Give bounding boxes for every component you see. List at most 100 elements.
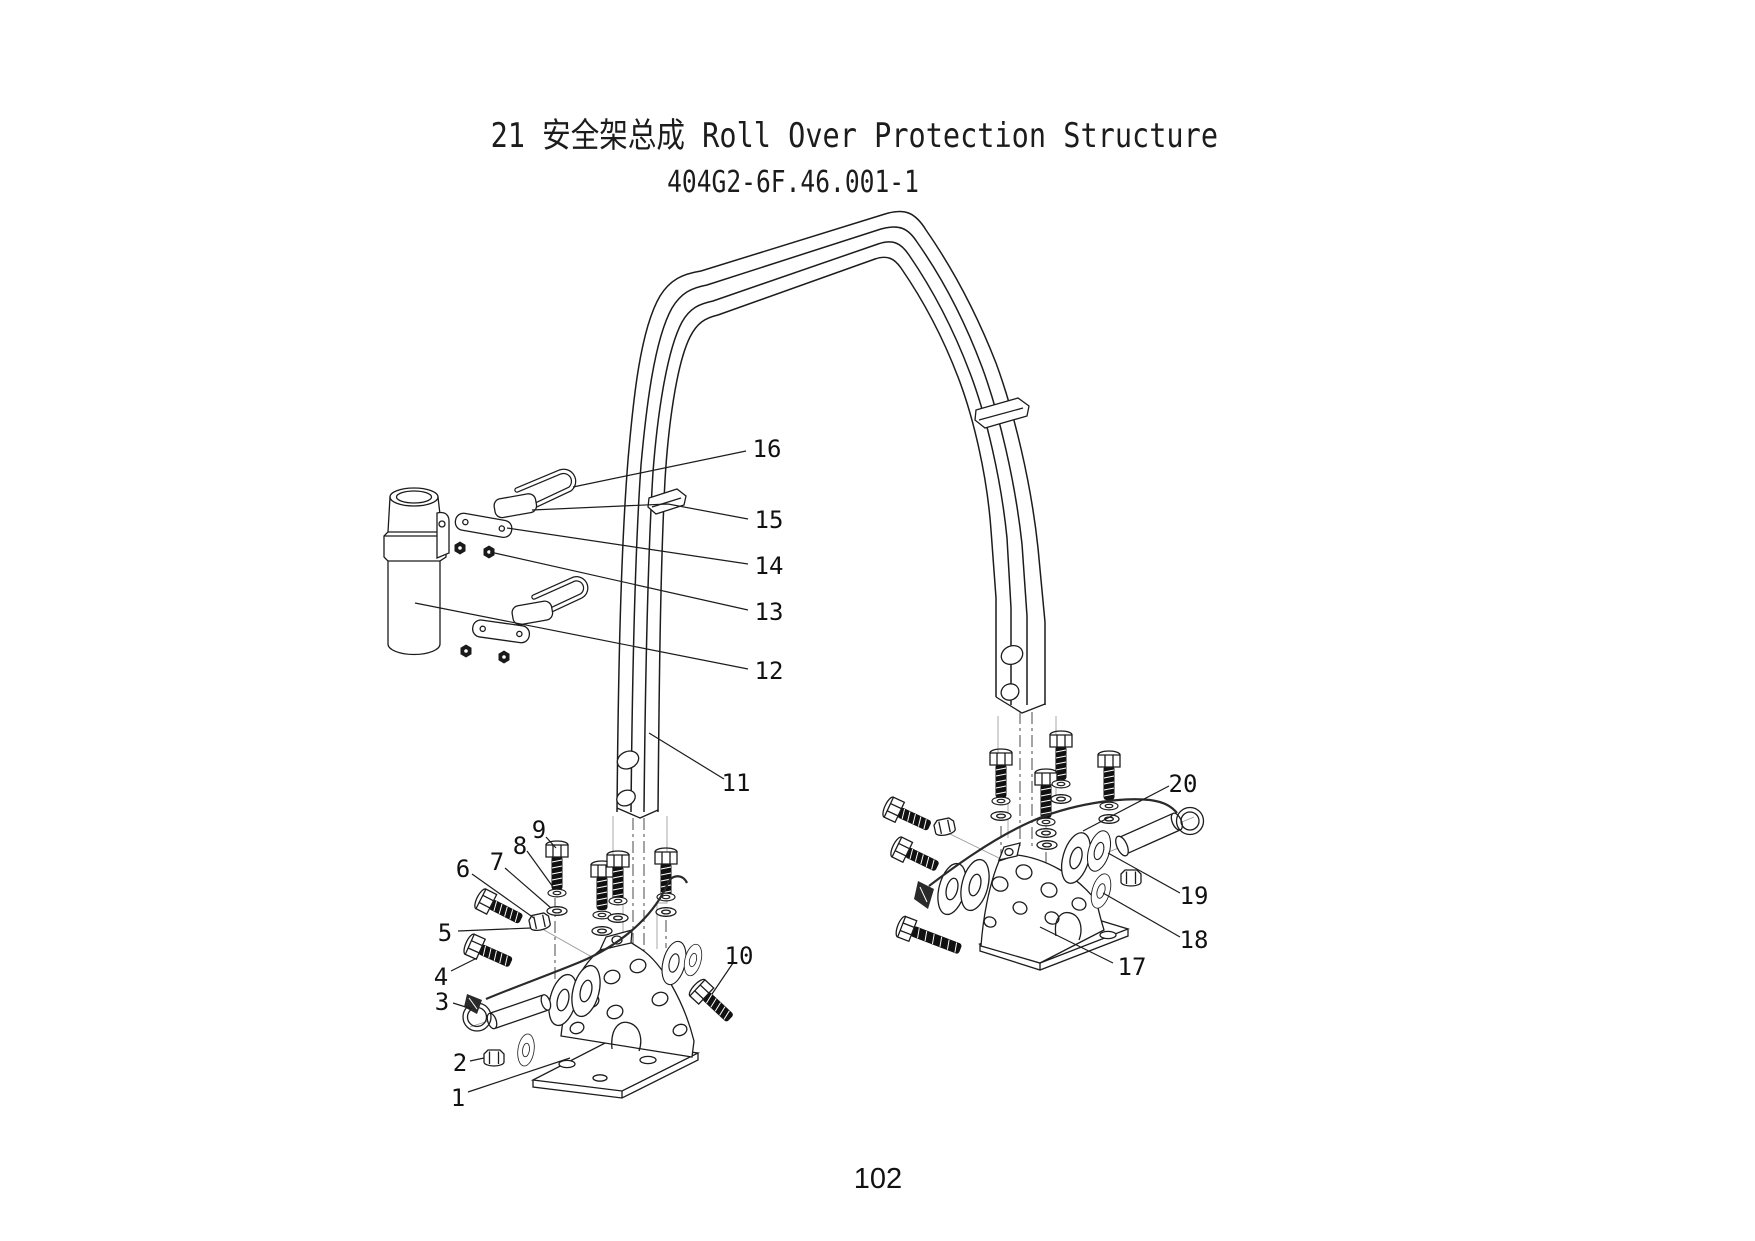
lanyard-cable: [485, 875, 689, 1001]
hex-bolt: [1097, 750, 1121, 801]
hex-nut: [932, 816, 957, 838]
flat-washer: [546, 906, 568, 916]
callout-11: 11: [648, 732, 751, 797]
hex-bolt: [686, 976, 739, 1028]
left-post-hole: [616, 789, 636, 807]
svg-text:12: 12: [755, 657, 784, 685]
spacer-washer: [1082, 827, 1116, 875]
lanyard-cable: [928, 798, 1178, 887]
flat-washer: [591, 926, 613, 936]
clamp-plate-lower: [472, 619, 531, 644]
left-mount-assembly: [460, 816, 739, 1099]
right-post-hole: [1000, 683, 1020, 701]
svg-text:14: 14: [755, 552, 784, 580]
callout-1: 1: [451, 1057, 571, 1112]
hex-nut: [1120, 869, 1142, 887]
clamp-band-right: [974, 397, 1030, 429]
right-post-hole: [1000, 644, 1024, 666]
svg-text:9: 9: [532, 816, 546, 844]
flat-washer: [1098, 814, 1120, 824]
spring-washer: [608, 896, 628, 906]
pin-with-ring: [1115, 806, 1205, 857]
flat-washer: [990, 811, 1012, 821]
left-post-bottom-edge: [616, 807, 659, 819]
svg-text:20: 20: [1169, 770, 1198, 798]
spring-washer: [1051, 779, 1071, 789]
flat-washer: [1036, 840, 1058, 850]
page-number: 102: [853, 1163, 903, 1195]
callout-16: 16: [572, 435, 782, 488]
spring-washer: [547, 888, 567, 898]
callout-10: 10: [711, 942, 754, 995]
spring-washer: [991, 796, 1011, 806]
callout-13: 13: [489, 551, 784, 626]
right-mount-assembly: [879, 712, 1205, 971]
callout-19: 19: [1107, 852, 1209, 910]
rollbar-hoop: [616, 210, 1046, 819]
flat-washer: [655, 907, 677, 917]
flat-washer: [607, 913, 629, 923]
small-washer: [515, 1032, 537, 1068]
right-post-bottom-edge: [995, 696, 1046, 714]
svg-text:5: 5: [438, 919, 452, 947]
title-block: 21 安全架总成 Roll Over Protection Structure …: [433, 108, 1218, 200]
hex-bolt: [989, 748, 1013, 799]
callout-3: 3: [435, 988, 473, 1016]
clamp-plate-upper: [454, 512, 513, 539]
lock-nut: [454, 541, 466, 555]
svg-text:13: 13: [755, 598, 784, 626]
flat-washer: [1035, 828, 1057, 838]
hex-bolt: [1034, 768, 1058, 819]
callout-4: 4: [434, 957, 478, 991]
callout-18: 18: [1102, 892, 1209, 954]
u-bolt-upper: [514, 468, 577, 508]
spring-washer: [1036, 817, 1056, 827]
svg-text:17: 17: [1118, 953, 1147, 981]
spring-washer: [1099, 801, 1119, 811]
base-plate: [530, 1040, 701, 1099]
callout-14: 14: [506, 527, 784, 580]
hex-bolt-long: [893, 914, 966, 961]
svg-text:3: 3: [435, 988, 449, 1016]
svg-text:4: 4: [434, 963, 448, 991]
svg-text:15: 15: [755, 506, 784, 534]
pin-with-ring: [462, 994, 552, 1032]
callout-5: 5: [438, 919, 532, 947]
hex-bolt: [460, 932, 517, 974]
callouts: 1 2 3 4 5 6 7 8 9 10 11 12 13 14 15 16 1…: [414, 435, 1209, 1112]
svg-text:1: 1: [451, 1084, 465, 1112]
cylinder-strap: [436, 511, 450, 559]
svg-text:18: 18: [1180, 926, 1209, 954]
svg-text:10: 10: [725, 942, 754, 970]
svg-text:16: 16: [753, 435, 782, 463]
svg-text:8: 8: [513, 832, 527, 860]
cylinder-part: [383, 487, 450, 656]
hex-bolt: [879, 794, 935, 837]
callout-17: 17: [1039, 926, 1147, 981]
lock-nut: [460, 644, 472, 658]
lock-nut: [483, 545, 495, 559]
callout-15: 15: [531, 503, 784, 534]
svg-text:6: 6: [456, 855, 470, 883]
drawing-number: 404G2-6F.46.001-1: [667, 165, 919, 200]
callout-8: 8: [513, 832, 554, 888]
flat-washer: [1050, 794, 1072, 804]
svg-text:19: 19: [1180, 882, 1209, 910]
left-post-hole: [616, 750, 640, 770]
hex-nut: [527, 911, 552, 933]
callout-6: 6: [456, 855, 535, 919]
pad-plate-lower: [511, 600, 554, 626]
svg-text:2: 2: [453, 1049, 467, 1077]
cylinder-clamp-group: [383, 468, 589, 664]
svg-text:11: 11: [722, 769, 751, 797]
lock-nut: [498, 650, 510, 664]
callout-2: 2: [453, 1049, 485, 1077]
svg-text:7: 7: [490, 848, 504, 876]
callout-12: 12: [414, 602, 784, 685]
callout-9: 9: [532, 816, 557, 849]
u-bolt-lower: [531, 576, 589, 613]
hex-bolt: [887, 834, 943, 878]
clamp-band-left: [647, 488, 687, 515]
